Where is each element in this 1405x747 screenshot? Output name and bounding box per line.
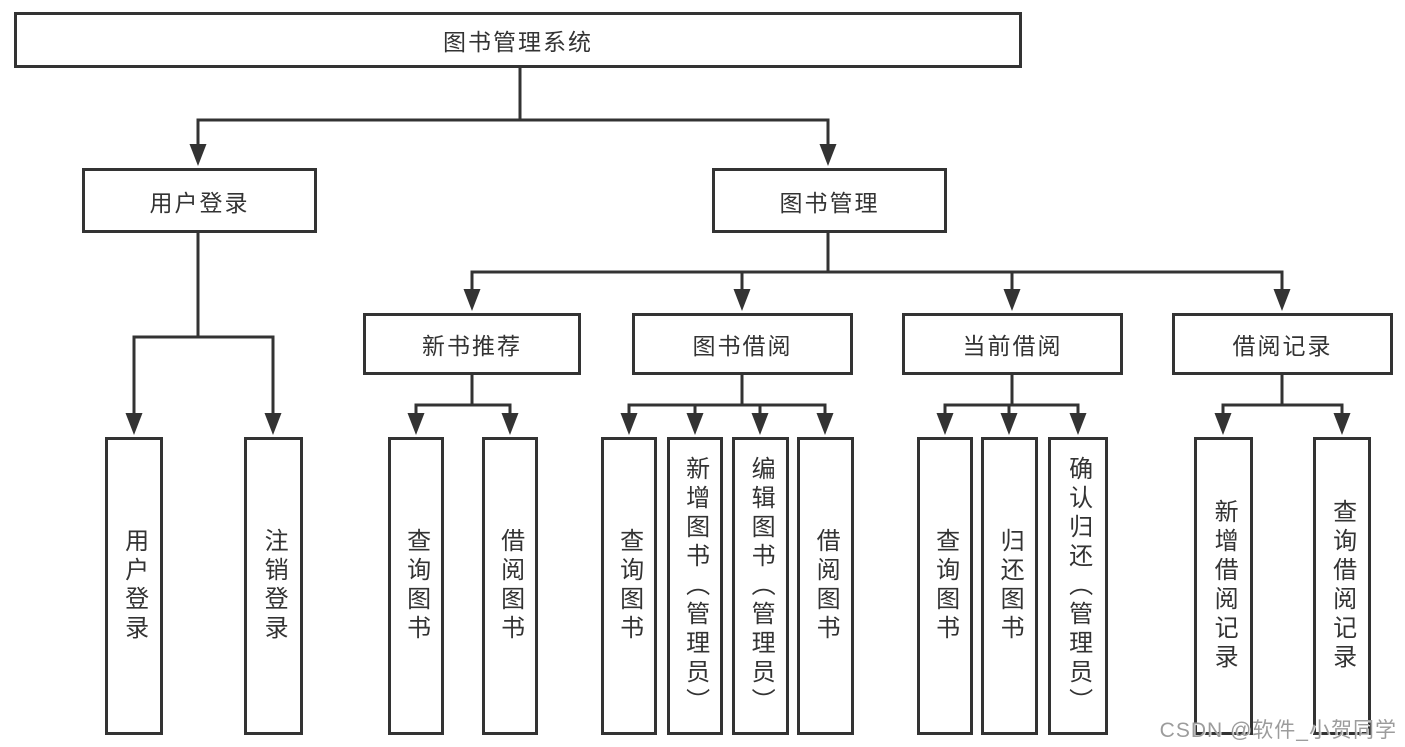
connector-book-management	[470, 233, 1284, 291]
leaf-bb-query-books: 查询图书	[601, 437, 657, 735]
leaf-logout: 注销登录	[244, 437, 303, 735]
connector-current-borrow	[943, 375, 1080, 415]
leaf-user-login: 用户登录	[105, 437, 163, 735]
connector-book-borrow	[627, 375, 827, 415]
leaf-cb-return-books: 归还图书	[981, 437, 1038, 735]
node-new-book-recommend: 新书推荐	[363, 313, 581, 375]
leaf-bb-borrow-books: 借阅图书	[797, 437, 854, 735]
arrowheads	[125, 144, 1351, 435]
node-borrow-records: 借阅记录	[1172, 313, 1393, 375]
connector-new-book	[414, 375, 512, 415]
leaf-bb-edit-books-admin: 编辑图书（管理员）	[732, 437, 789, 735]
node-current-borrow: 当前借阅	[902, 313, 1123, 375]
leaf-br-query-record: 查询借阅记录	[1313, 437, 1371, 735]
node-root: 图书管理系统	[14, 12, 1022, 68]
node-book-borrow: 图书借阅	[632, 313, 853, 375]
node-book-management: 图书管理	[712, 168, 947, 233]
leaf-nb-borrow-books: 借阅图书	[482, 437, 538, 735]
leaf-br-add-record: 新增借阅记录	[1194, 437, 1253, 735]
watermark: CSDN @软件_小贺同学	[1159, 719, 1397, 742]
connector-borrow-records	[1221, 375, 1344, 415]
connector-user-login	[132, 233, 275, 415]
leaf-bb-add-books-admin: 新增图书（管理员）	[667, 437, 723, 735]
leaf-cb-confirm-return-admin: 确认归还（管理员）	[1048, 437, 1108, 735]
connector-root	[196, 68, 830, 146]
leaf-cb-query-books: 查询图书	[917, 437, 973, 735]
node-user-login: 用户登录	[82, 168, 317, 233]
leaf-nb-query-books: 查询图书	[388, 437, 444, 735]
